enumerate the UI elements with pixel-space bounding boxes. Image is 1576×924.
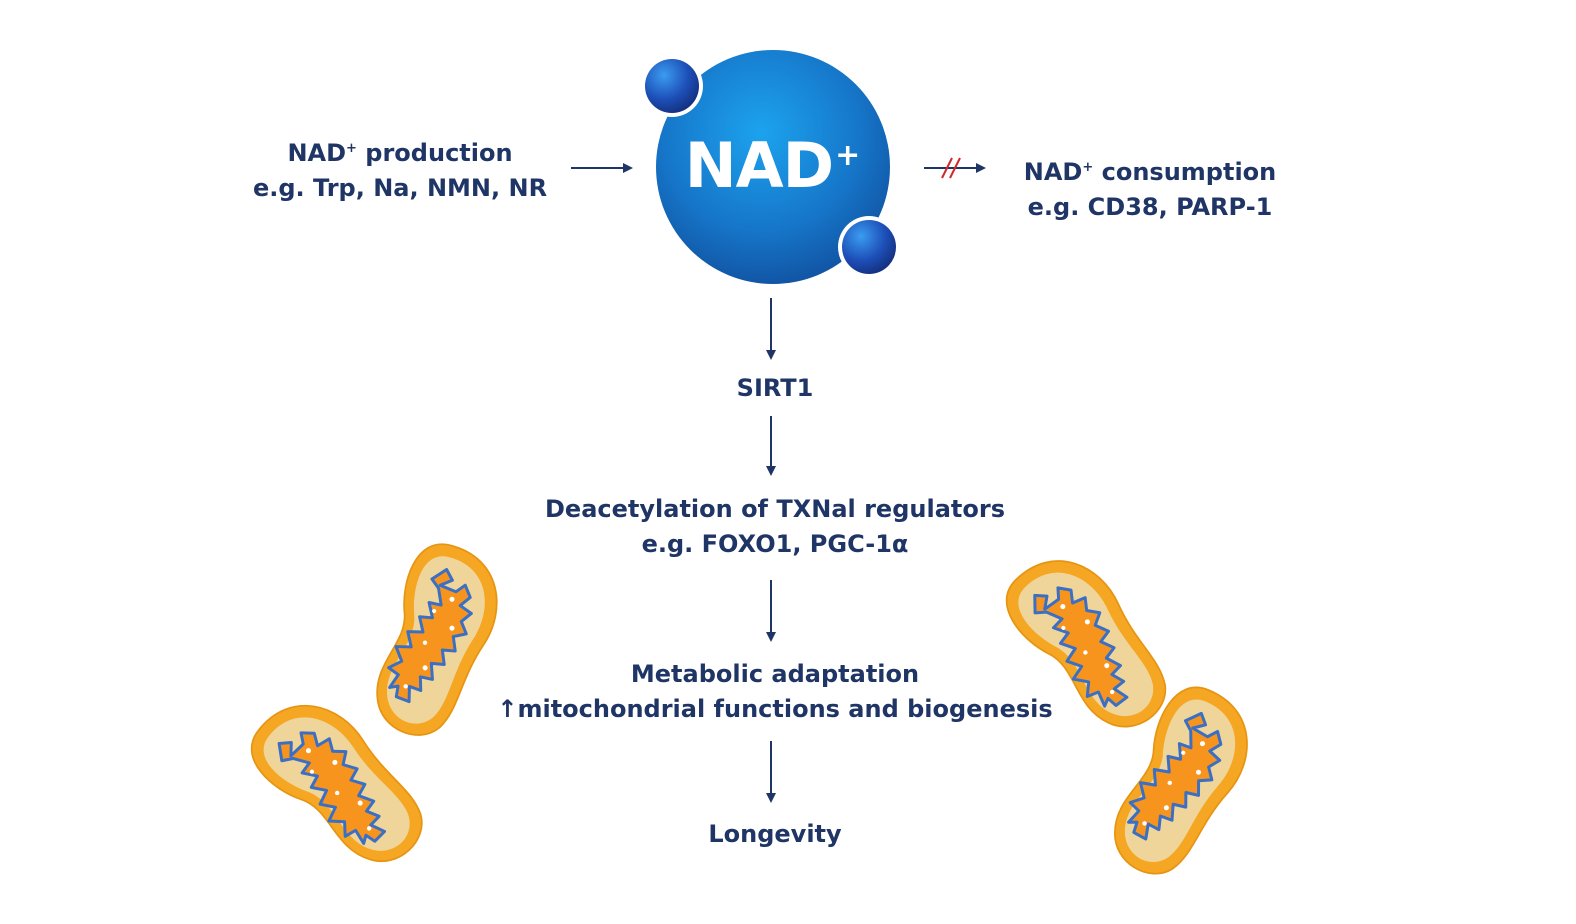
- production-nad-sup: +: [346, 141, 357, 156]
- sirt1-label: SIRT1: [670, 371, 880, 406]
- metabolic-adaptation-label: Metabolic adaptation ↑mitochondrial func…: [440, 657, 1110, 727]
- production-examples: e.g. Trp, Na, NMN, NR: [252, 174, 548, 202]
- metabolic-line1: Metabolic adaptation: [630, 660, 920, 688]
- metabolic-line2: ↑mitochondrial functions and biogenesis: [497, 695, 1053, 723]
- production-suffix: production: [356, 139, 513, 167]
- sirt1-text: SIRT1: [736, 374, 814, 402]
- nad-label-superscript: +: [835, 138, 860, 174]
- nad-label: NAD+: [656, 130, 888, 202]
- longevity-label: Longevity: [670, 817, 880, 852]
- consumption-nad: NAD: [1023, 158, 1083, 186]
- longevity-text: Longevity: [708, 820, 842, 848]
- deacetylation-line2: e.g. FOXO1, PGC-1α: [641, 530, 909, 558]
- consumption-examples: e.g. CD38, PARP-1: [1027, 193, 1273, 221]
- nad-label-text: NAD: [684, 129, 834, 202]
- production-line1: NAD+ production: [230, 136, 570, 171]
- consumption-suffix: consumption: [1093, 158, 1277, 186]
- production-nad: NAD: [287, 139, 347, 167]
- nad-production-label: NAD+ production e.g. Trp, Na, NMN, NR: [230, 136, 570, 206]
- nad-consumption-label: NAD+ consumption e.g. CD38, PARP-1: [1000, 155, 1300, 225]
- nad-molecule-icon: [641, 47, 900, 287]
- inhibited-consumption-arrow: [924, 157, 986, 179]
- consumption-nad-sup: +: [1082, 160, 1094, 175]
- deacetylation-line1: Deacetylation of TXNal regulators: [545, 495, 1005, 523]
- consumption-line1: NAD+ consumption: [1000, 155, 1300, 190]
- deacetylation-label: Deacetylation of TXNal regulators e.g. F…: [470, 492, 1080, 562]
